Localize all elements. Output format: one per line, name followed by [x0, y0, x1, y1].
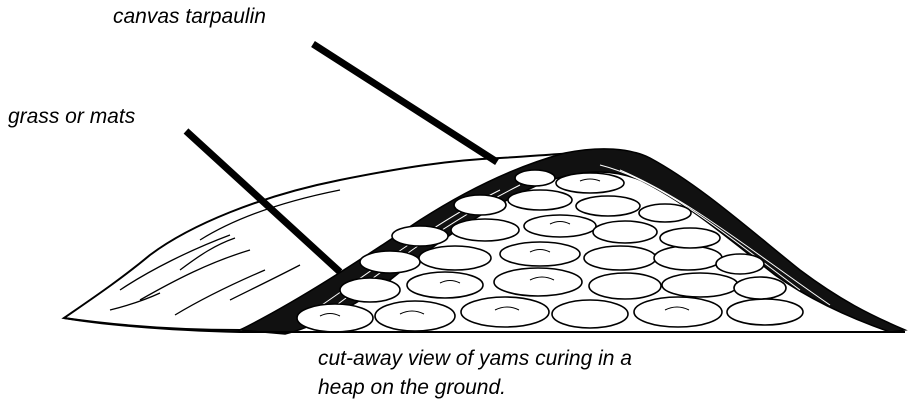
caption-line-2: heap on the ground. — [318, 373, 632, 402]
caption-line-1: cut-away view of yams curing in a — [318, 344, 632, 373]
diagram-caption: cut-away view of yams curing in a heap o… — [318, 344, 632, 402]
label-canvas-tarpaulin: canvas tarpaulin — [113, 4, 266, 29]
pointer-line-canvas — [313, 44, 497, 162]
label-grass-or-mats: grass or mats — [8, 104, 135, 129]
